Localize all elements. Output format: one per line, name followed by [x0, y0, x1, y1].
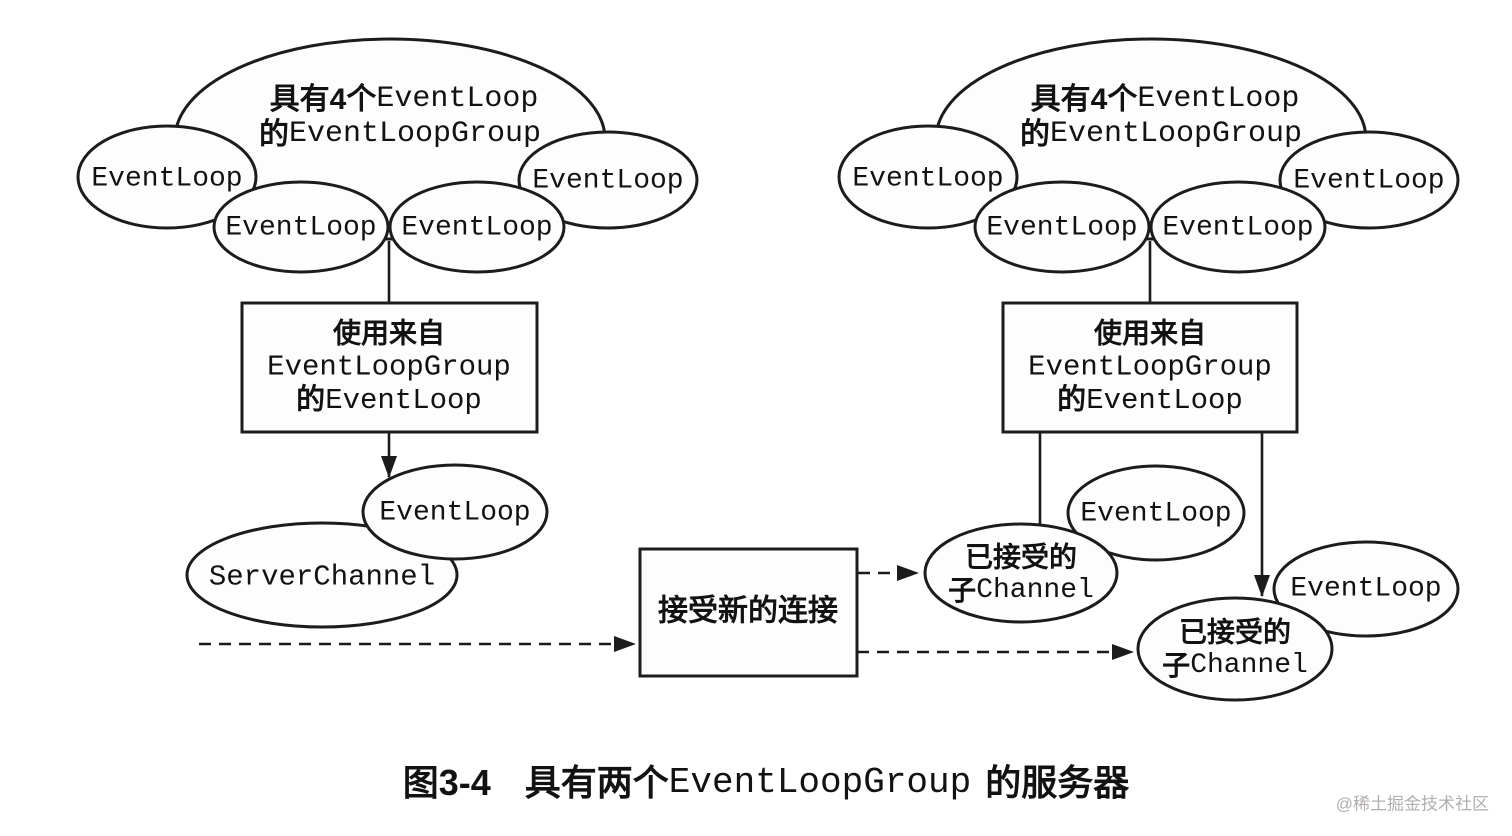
right-use-box-line2: EventLoopGroup [1028, 351, 1272, 384]
right-use-box-line3-code: EventLoop [1086, 384, 1243, 417]
right-use-eventloop-box [1001, 301, 1299, 434]
right-bound-eventloop-label: EventLoop [1080, 499, 1231, 530]
left-cloud-line2-code: EventLoopGroup [289, 117, 541, 151]
right-eventloop-label-1: EventLoop [852, 164, 1003, 195]
right-cloud-label-line1: 具有4个EventLoop [1031, 82, 1300, 116]
left-bound-eventloop-label: EventLoop [379, 498, 530, 529]
accepted-child-2-line2-zh: 子 [1162, 650, 1190, 681]
accepted-child-1-line1: 已接受的 [965, 541, 1077, 573]
caption-title-zh-suffix: 的服务器 [985, 762, 1130, 803]
left-cloud-label-line2: 的EventLoopGroup [259, 117, 541, 151]
accepted-child-1-line2-code: Channel [976, 575, 1094, 606]
right-eventloop-label-3: EventLoop [1162, 213, 1313, 244]
left-cloud-line1-zh: 具有4个 [270, 83, 378, 116]
accepted-child-2-line2-code: Channel [1190, 650, 1308, 681]
accepted-child-2-line1: 已接受的 [1179, 616, 1291, 648]
right-cloud-line2-zh: 的 [1020, 118, 1050, 151]
accept-box-label: 接受新的连接 [658, 595, 838, 628]
left-eventloop-label-3: EventLoop [401, 213, 552, 244]
left-use-eventloop-box [240, 301, 539, 434]
right-eventloop-label-2: EventLoop [986, 213, 1137, 244]
accepted-child-2-line2: 子Channel [1162, 650, 1308, 681]
left-eventloop-label-4: EventLoop [532, 166, 683, 197]
server-channel-label: ServerChannel [209, 561, 435, 594]
left-use-box-line3-code: EventLoop [325, 384, 482, 417]
right-cloud-line1-zh: 具有4个 [1031, 83, 1139, 116]
right-use-box-line3-zh: 的 [1057, 382, 1086, 416]
right-eventloop-ellipse-4 [1278, 130, 1460, 230]
caption-figure-number: 图3-4 [403, 762, 491, 803]
left-use-box-line3-zh: 的 [296, 382, 325, 416]
right-eventloop-ellipse-3 [1149, 180, 1327, 274]
accept-new-connection-box [638, 547, 859, 678]
left-eventloop-label-1: EventLoop [91, 164, 242, 195]
left-cloud-label-line1: 具有4个EventLoop [270, 82, 539, 116]
accepted-child-1-line2-zh: 子 [948, 575, 976, 606]
right-cloud-line1-code: EventLoop [1137, 82, 1299, 116]
left-use-box-line3: 的EventLoop [296, 382, 482, 417]
right-cloud-label-line2: 的EventLoopGroup [1020, 117, 1302, 151]
watermark-text: @稀土掘金技术社区 [1336, 795, 1489, 814]
left-eventloop-ellipse-4 [517, 130, 699, 230]
server-channel-ellipse [185, 521, 459, 629]
left-use-box-line2: EventLoopGroup [267, 351, 511, 384]
left-eventloop-ellipse-2 [212, 180, 390, 274]
right-use-box-line3: 的EventLoop [1057, 382, 1243, 417]
left-use-box-line1: 使用来自 [332, 318, 445, 349]
accepted-child-ellipse-2 [1136, 596, 1334, 702]
right-eventloop-label-4: EventLoop [1293, 166, 1444, 197]
accepted-child-ellipse-1 [923, 522, 1119, 624]
right-eventloop-ellipse-2 [973, 180, 1151, 274]
left-cloud-line1-code: EventLoop [376, 82, 538, 116]
right-use-box-line1: 使用来自 [1093, 318, 1206, 349]
right-far-eventloop-label: EventLoop [1290, 574, 1441, 605]
left-cloud-line2-zh: 的 [259, 118, 289, 151]
right-eventloop-ellipse-1 [837, 124, 1019, 230]
left-eventloop-label-2: EventLoop [225, 213, 376, 244]
right-bound-eventloop-ellipse [1066, 464, 1246, 562]
caption-title-zh-prefix: 具有两个 [525, 762, 669, 803]
accepted-child-1-line2: 子Channel [948, 575, 1094, 606]
caption-title-code: EventLoopGroup [669, 762, 971, 803]
left-eventloop-ellipse-3 [388, 180, 566, 274]
left-eventloop-ellipse-1 [76, 124, 258, 230]
right-far-eventloop-ellipse [1272, 540, 1460, 638]
figure-caption: 图3-4 具有两个EventLoopGroup 的服务器 [403, 762, 1131, 803]
left-bound-eventloop-ellipse [361, 463, 549, 561]
right-cloud-line2-code: EventLoopGroup [1050, 117, 1302, 151]
